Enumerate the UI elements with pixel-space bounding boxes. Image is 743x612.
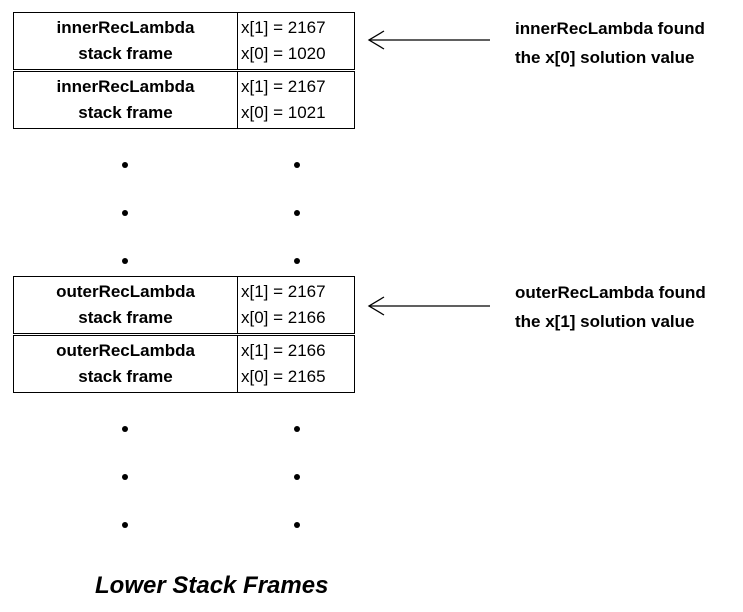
frame-function-label: innerRecLambda — [56, 77, 195, 96]
ellipsis-dot — [122, 258, 128, 264]
frame-x1-value: x[1] = 2167 — [241, 18, 326, 37]
frame-function-label: innerRecLambda — [56, 18, 195, 37]
left-arrow-icon — [367, 30, 490, 50]
frame-sub-label: stack frame — [78, 308, 173, 327]
ellipsis-dot — [294, 258, 300, 264]
frame-name-cell: innerRecLambda stack frame — [14, 72, 238, 128]
diagram-caption: Lower Stack Frames — [95, 572, 329, 599]
annotation-line: the x[1] solution value — [515, 312, 695, 331]
frame-x0-value: x[0] = 1020 — [241, 44, 326, 63]
ellipsis-dot — [122, 162, 128, 168]
frame-name-cell: outerRecLambda stack frame — [14, 336, 238, 392]
frame-sub-label: stack frame — [78, 103, 173, 122]
ellipsis-dot — [122, 210, 128, 216]
frame-name-cell: innerRecLambda stack frame — [14, 13, 238, 69]
frame-x1-value: x[1] = 2167 — [241, 77, 326, 96]
ellipsis-dot — [294, 210, 300, 216]
frame-x0-value: x[0] = 2165 — [241, 367, 326, 386]
frame-values-cell: x[1] = 2167 x[0] = 1020 — [238, 13, 354, 69]
ellipsis-dot — [294, 426, 300, 432]
left-arrow-icon — [367, 296, 490, 316]
annotation-line: innerRecLambda found — [515, 19, 705, 38]
stack-frame-inner-1: innerRecLambda stack frame x[1] = 2167 x… — [13, 12, 355, 70]
annotation-line: the x[0] solution value — [515, 48, 695, 67]
ellipsis-dot — [122, 522, 128, 528]
annotation-line: outerRecLambda found — [515, 283, 706, 302]
frame-sub-label: stack frame — [78, 44, 173, 63]
stack-frame-outer-2: outerRecLambda stack frame x[1] = 2166 x… — [13, 335, 355, 393]
frame-values-cell: x[1] = 2166 x[0] = 2165 — [238, 336, 354, 392]
annotation-outer: outerRecLambda found the x[1] solution v… — [515, 278, 706, 336]
frame-function-label: outerRecLambda — [56, 282, 195, 301]
ellipsis-dot — [294, 162, 300, 168]
frame-x0-value: x[0] = 1021 — [241, 103, 326, 122]
ellipsis-dot — [294, 522, 300, 528]
ellipsis-dot — [294, 474, 300, 480]
frame-values-cell: x[1] = 2167 x[0] = 1021 — [238, 72, 354, 128]
frame-x1-value: x[1] = 2167 — [241, 282, 326, 301]
frame-sub-label: stack frame — [78, 367, 173, 386]
stack-frame-inner-2: innerRecLambda stack frame x[1] = 2167 x… — [13, 71, 355, 129]
frame-values-cell: x[1] = 2167 x[0] = 2166 — [238, 277, 354, 333]
stack-frame-outer-1: outerRecLambda stack frame x[1] = 2167 x… — [13, 276, 355, 334]
frame-name-cell: outerRecLambda stack frame — [14, 277, 238, 333]
ellipsis-dot — [122, 426, 128, 432]
frame-function-label: outerRecLambda — [56, 341, 195, 360]
annotation-inner: innerRecLambda found the x[0] solution v… — [515, 14, 705, 72]
frame-x0-value: x[0] = 2166 — [241, 308, 326, 327]
ellipsis-dot — [122, 474, 128, 480]
frame-x1-value: x[1] = 2166 — [241, 341, 326, 360]
